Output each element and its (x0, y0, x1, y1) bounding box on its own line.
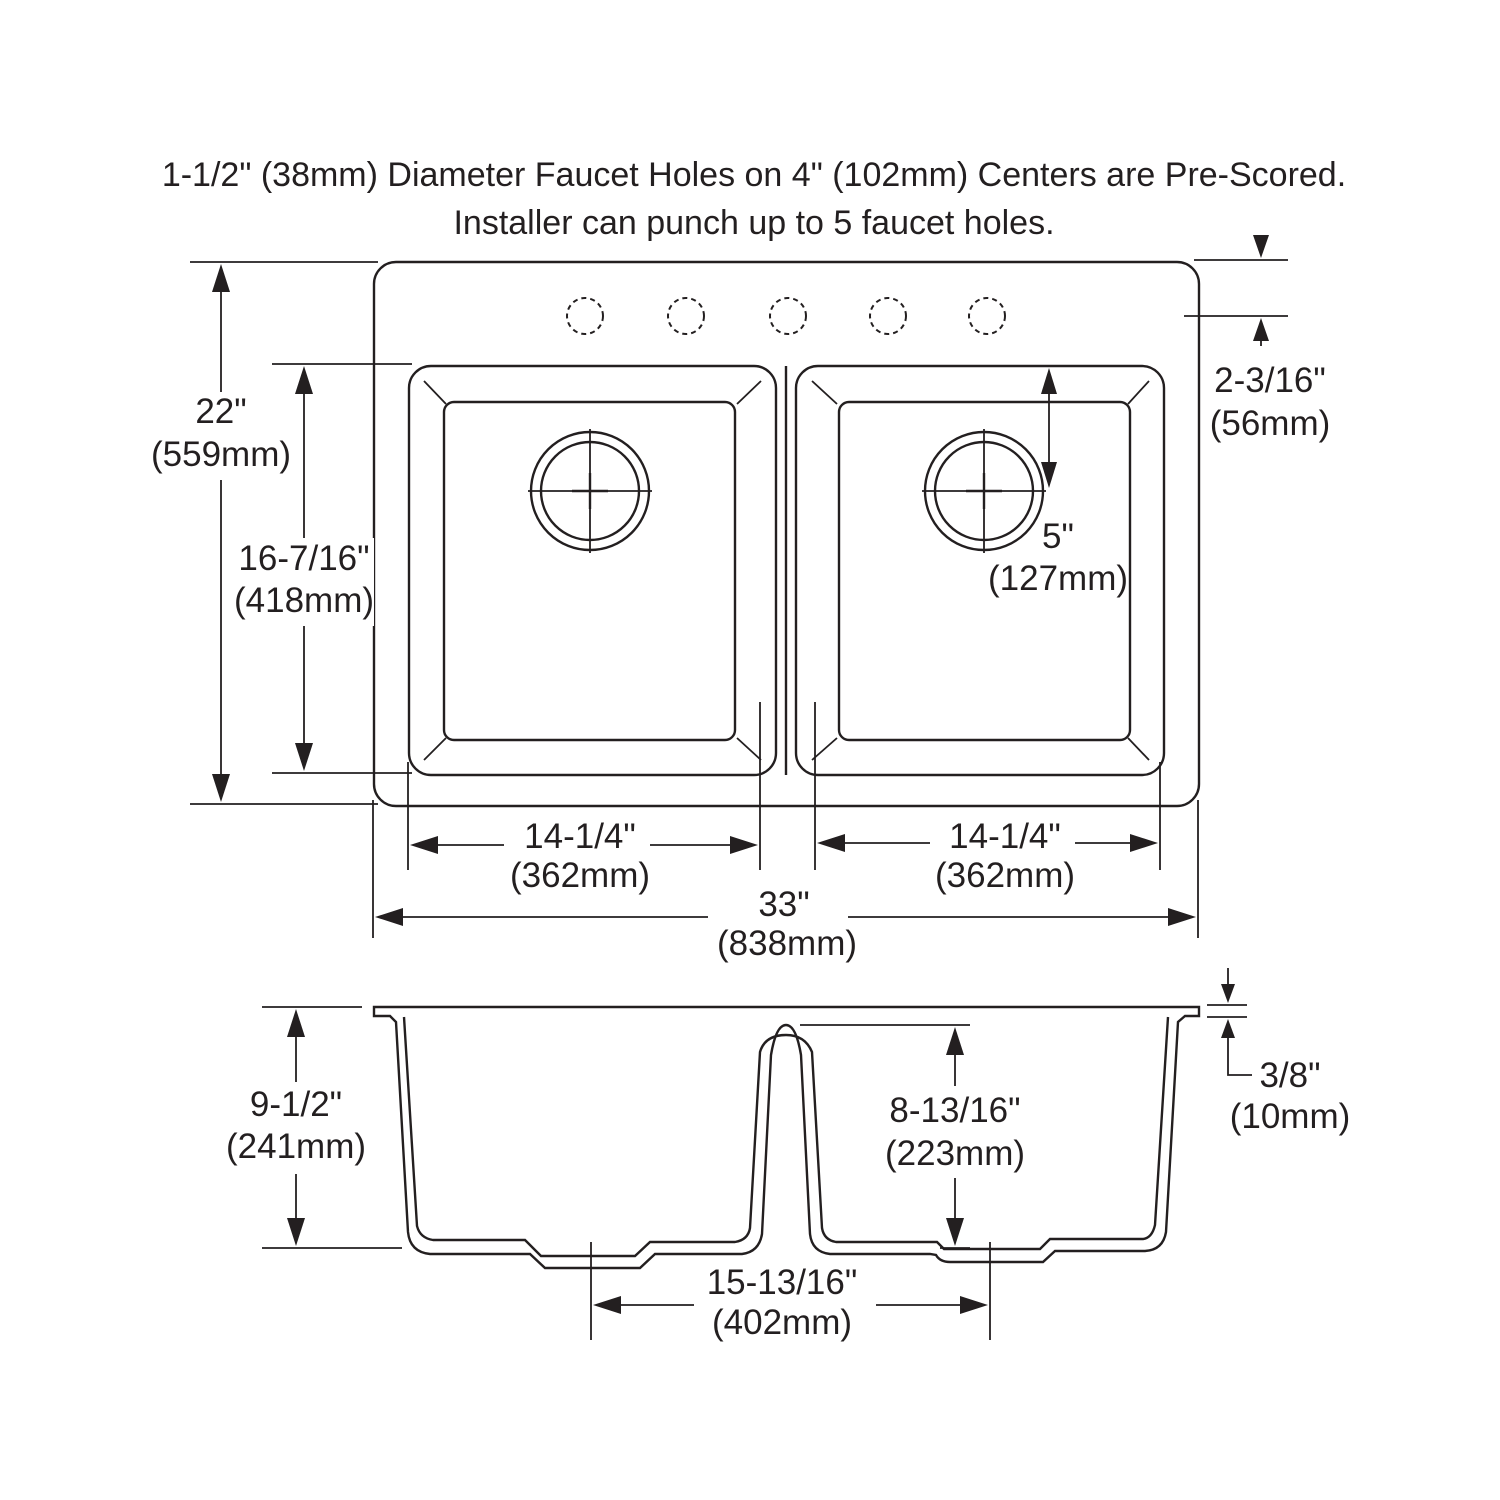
dim-overall-width-metric: (838mm) (717, 924, 857, 963)
dim-drain-offset: 5" (127mm) (988, 368, 1128, 598)
right-bowl-floor (837, 400, 1132, 742)
dim-right-bowl-width: 14-1/4" (362mm) (817, 817, 1158, 895)
dim-overall-width-imperial: 33" (758, 885, 809, 924)
faucet-hole (667, 297, 705, 335)
dim-divider-height-metric: (223mm) (885, 1134, 1025, 1173)
dim-rim-thickness-metric: (10mm) (1230, 1097, 1351, 1136)
dim-overall-width: 33" (838mm) (375, 885, 1196, 963)
left-bowl-floor (442, 400, 737, 742)
dim-rim-thickness: 3/8" (10mm) (1207, 968, 1350, 1136)
dim-bowl-depth-metric: (418mm) (234, 581, 374, 620)
dim-rim-thickness-imperial: 3/8" (1259, 1056, 1320, 1095)
left-bowl (407, 364, 778, 777)
dim-left-bowl-width: 14-1/4" (362mm) (410, 817, 758, 895)
dim-drain-spacing: 15-13/16" (402mm) (590, 1242, 991, 1342)
dim-height-metric: (241mm) (226, 1127, 366, 1166)
right-bowl (794, 364, 1166, 777)
faucet-hole (769, 297, 807, 335)
dim-drain-offset-imperial: 5" (1042, 517, 1074, 556)
dim-ledge-metric: (56mm) (1210, 404, 1331, 443)
dim-ledge: 2-3/16" (56mm) (1184, 235, 1330, 443)
right-bowl-rim (794, 364, 1166, 777)
faucet-holes (566, 297, 1006, 335)
dim-drain-spacing-metric: (402mm) (712, 1303, 852, 1342)
faucet-hole (869, 297, 907, 335)
left-bowl-rim (407, 364, 778, 777)
dim-overall-depth-metric: (559mm) (151, 435, 291, 474)
faucet-hole (566, 297, 604, 335)
dim-height: 9-1/2" (241mm) (226, 1006, 402, 1249)
dim-overall-depth: 22" (559mm) (150, 261, 378, 805)
dim-left-bowl-width-imperial: 14-1/4" (524, 817, 636, 856)
dim-divider-height-imperial: 8-13/16" (889, 1091, 1020, 1130)
dim-divider-height: 8-13/16" (223mm) (800, 1024, 1025, 1249)
dim-bowl-depth: 16-7/16" (418mm) (234, 363, 412, 774)
dim-right-bowl-width-imperial: 14-1/4" (949, 817, 1061, 856)
sink-section-inner (402, 1016, 1170, 1258)
dim-left-bowl-width-metric: (362mm) (510, 856, 650, 895)
dim-drain-spacing-imperial: 15-13/16" (707, 1263, 858, 1302)
faucet-hole (968, 297, 1006, 335)
dim-bowl-depth-imperial: 16-7/16" (238, 539, 369, 578)
dim-overall-depth-imperial: 22" (195, 392, 246, 431)
dim-drain-offset-metric: (127mm) (988, 559, 1128, 598)
note-installer: Installer can punch up to 5 faucet holes… (453, 204, 1054, 242)
sink-section-outer (372, 1005, 1201, 1270)
note-faucet-holes: 1-1/2" (38mm) Diameter Faucet Holes on 4… (162, 156, 1346, 194)
plan-view: 22" (559mm) 16-7/16" (418mm) 2-3/16" (56… (150, 235, 1330, 963)
sink-deck-outline (372, 260, 1201, 808)
dim-height-imperial: 9-1/2" (250, 1085, 342, 1124)
dim-right-bowl-width-metric: (362mm) (935, 856, 1075, 895)
dim-ledge-imperial: 2-3/16" (1214, 361, 1326, 400)
section-view: 9-1/2" (241mm) 8-13/16" (223mm) 3/8" (10… (226, 968, 1350, 1342)
